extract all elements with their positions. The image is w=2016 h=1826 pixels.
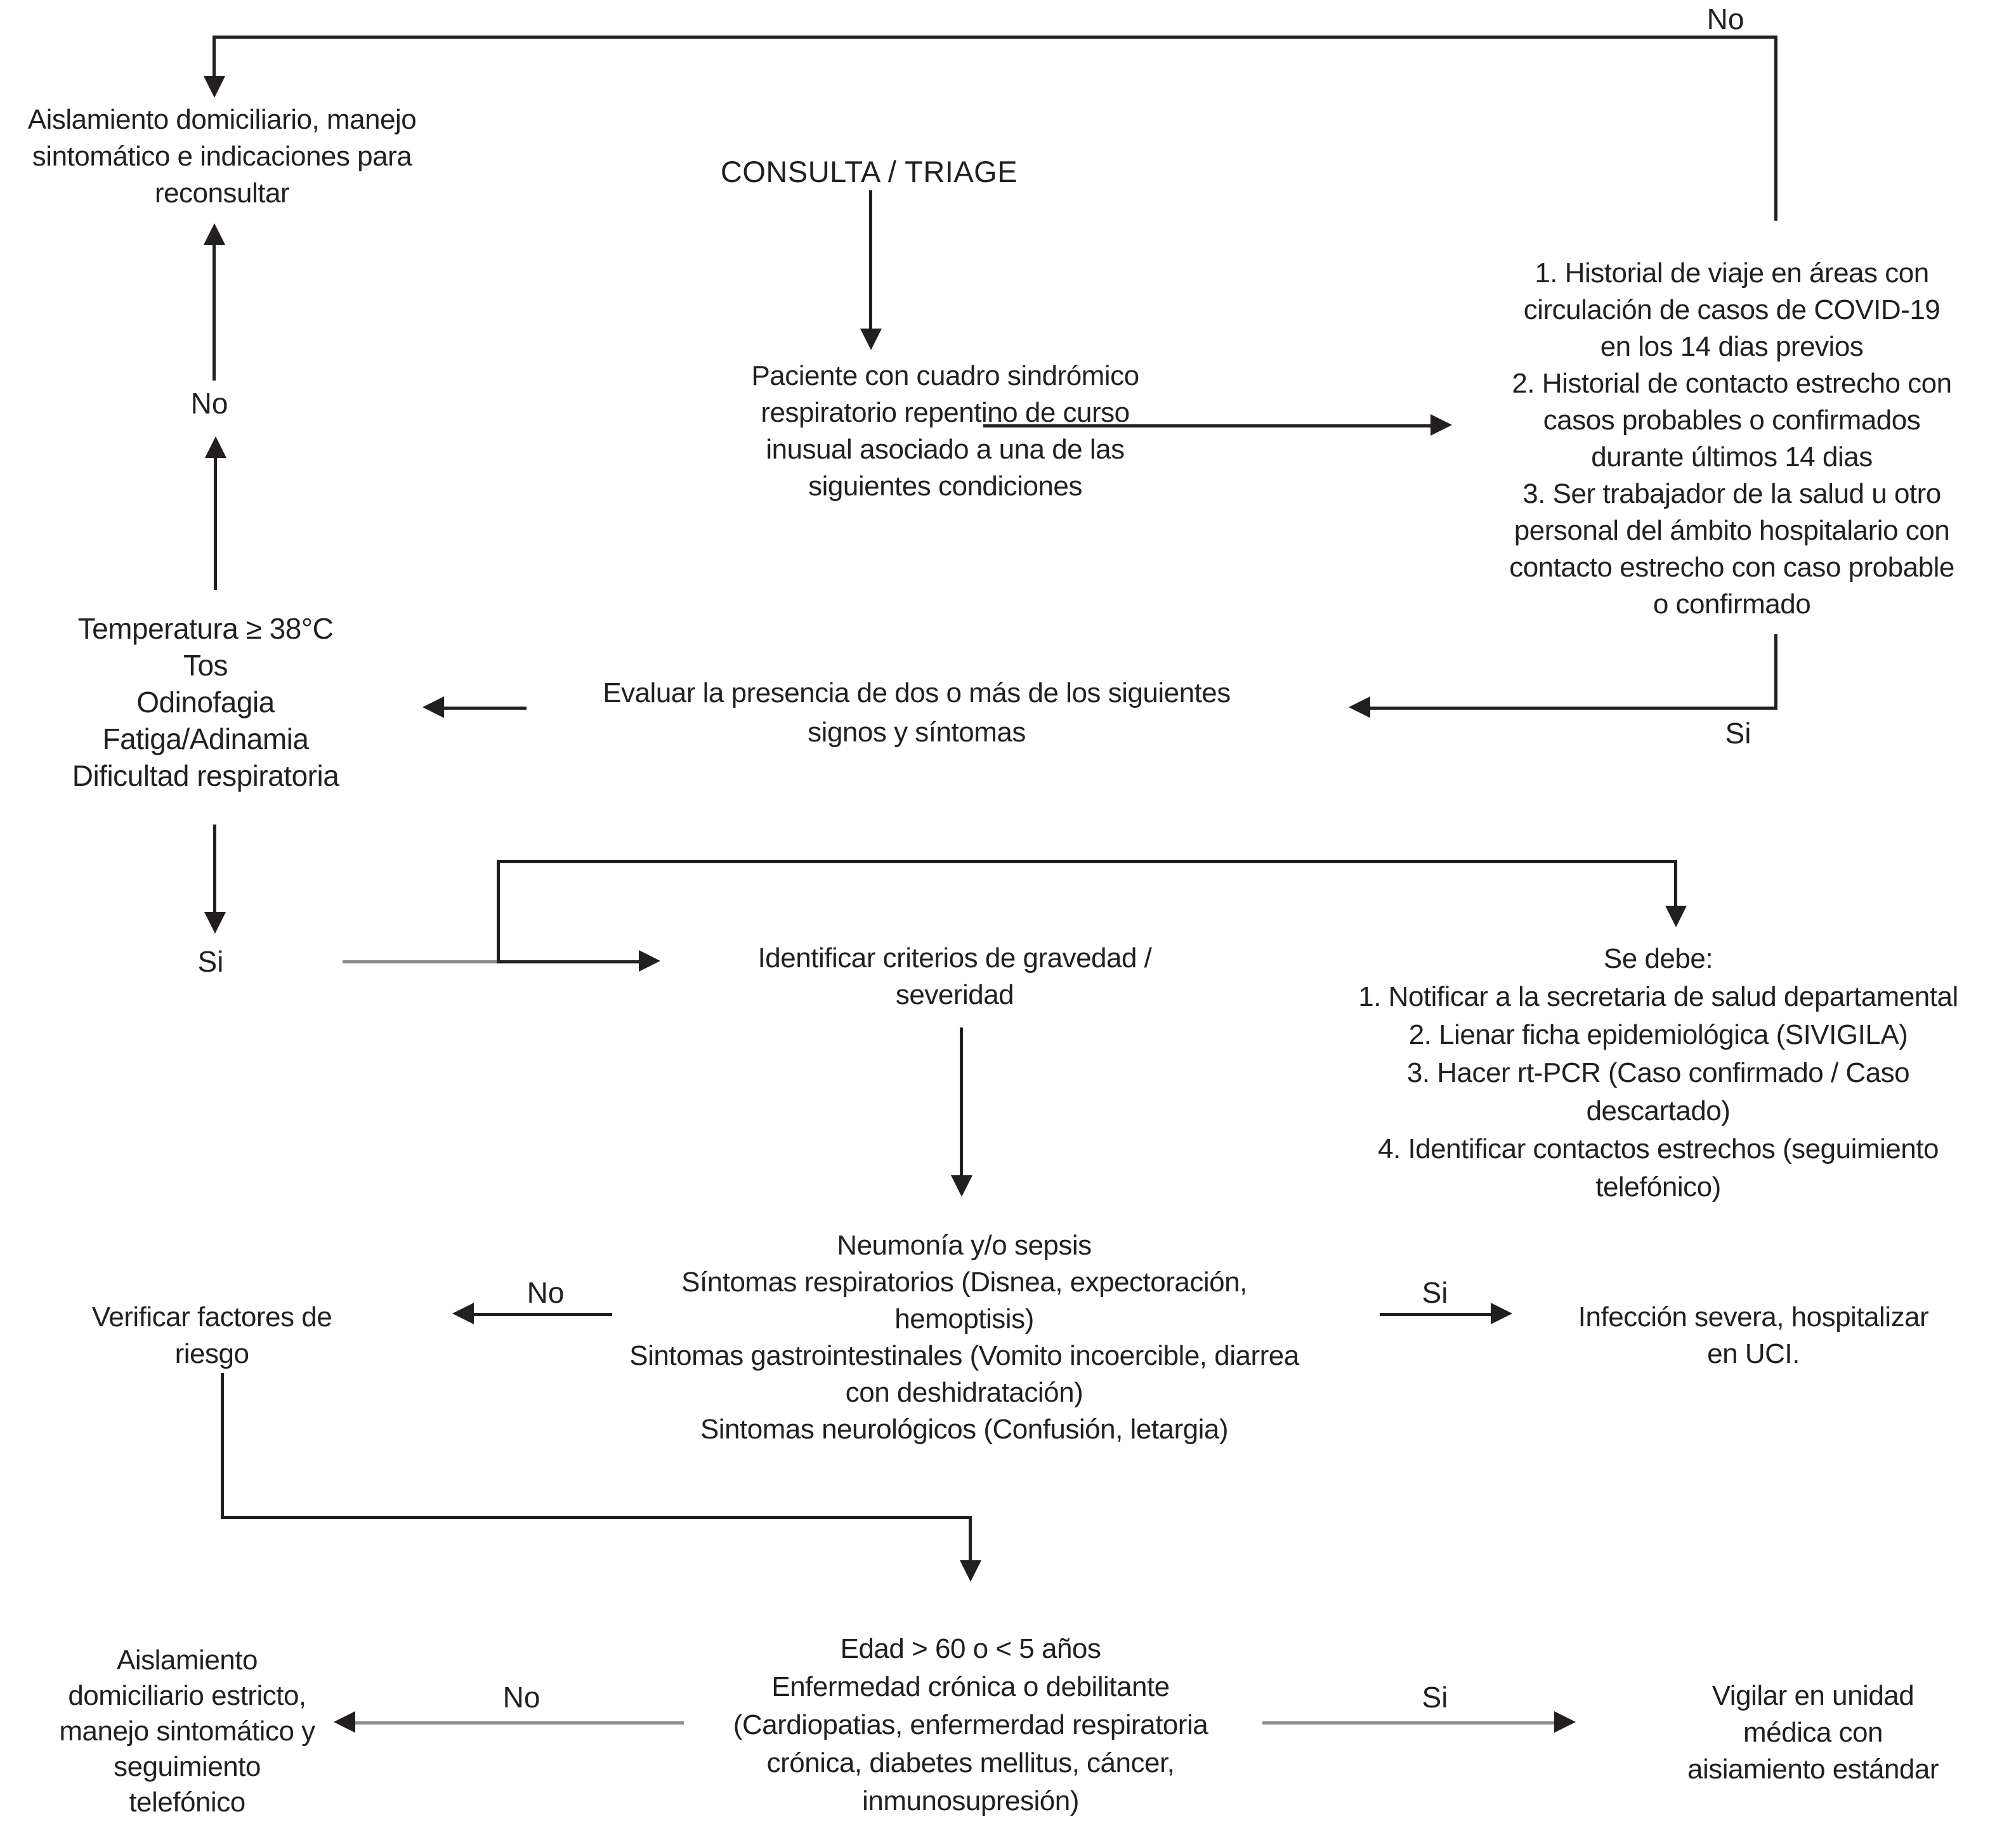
arrow-down-icon [960,1560,981,1582]
node-verificar-riesgo: Verificar factores de riesgo [91,1301,332,1369]
node-criterios-severidad: Neumonía y/o sepsis Síntomas respiratori… [629,1230,1299,1445]
arrow-down-icon [951,1175,972,1197]
arrow-up-icon [205,436,226,458]
connector-si-right-horizontal [1370,707,1777,710]
connector-si-bottom-gray [1262,1721,1554,1725]
node-se-debe: Se debe: 1. Notificar a la secretaria de… [1358,943,1958,1203]
label-no-bottom: No [502,1681,540,1714]
connector-no-left-upper [213,245,216,381]
connector-verificar-horizontal [221,1516,972,1519]
connector-paciente-condiciones [983,424,1430,427]
connector-si-left-identificar [498,960,639,963]
connector-branch-horizontal [497,860,1677,863]
node-lista-sintomas: Temperatura ≥ 38°C Tos Odinofagia Fatiga… [72,612,339,792]
connector-consulta-paciente [869,190,872,330]
arrow-up-icon [204,223,225,245]
node-paciente-cuadro: Paciente con cuadro sindrómico respirato… [751,360,1139,502]
node-aislamiento-estricto: Aislamiento domiciliario estricto, manej… [59,1645,315,1818]
connector-branch-vertical-right [1674,860,1677,907]
connector-verificar-down [221,1373,224,1519]
node-factores-riesgo: Edad > 60 o < 5 años Enfermedad crónica … [733,1633,1208,1816]
connector-no-top-horizontal [214,36,1777,39]
label-si-right: Si [1725,717,1751,750]
label-si-left: Si [197,945,224,978]
arrow-right-icon [1554,1711,1576,1733]
connector-si-left-gray [343,960,498,963]
arrow-down-icon [204,912,226,934]
connector-verificar-edad [969,1516,972,1562]
node-identificar-gravedad: Identificar criterios de gravedad / seve… [757,942,1152,1010]
connector-no-bottom-gray [355,1721,684,1725]
connector-identificar-neumonia [960,1027,963,1177]
arrow-right-icon [1491,1303,1512,1324]
arrow-right-icon [639,950,660,972]
connector-branch-vertical-left [497,861,500,963]
arrow-left-icon [422,696,444,718]
arrow-down-icon [204,76,225,98]
label-no-top: No [1706,3,1744,36]
node-aislamiento-domiciliario: Aislamiento domiciliario, manejo sintomá… [27,104,417,209]
node-evaluar-signos: Evaluar la presencia de dos o más de los… [603,677,1231,748]
node-condiciones-epidemiologicas: 1. Historial de viaje en áreas con circu… [1509,258,1954,620]
connector-no-mid [474,1313,612,1316]
label-no-left: No [190,387,228,420]
arrow-right-icon [1430,414,1452,436]
label-no-mid: No [527,1276,565,1309]
arrow-left-icon [1349,696,1370,718]
label-si-mid: Si [1422,1276,1448,1309]
connector-si-right-vertical [1774,634,1777,709]
arrow-down-icon [1665,906,1687,927]
connector-evaluar-sintomas [444,707,527,710]
connector-sintomas-si [213,825,216,913]
arrow-down-icon [860,329,882,350]
arrow-left-icon [452,1303,474,1324]
connector-no-left-lower [214,458,217,590]
node-consulta-triage: CONSULTA / TRIAGE [720,155,1018,188]
node-vigilar-unidad: Vigilar en unidad médica con aisiamiento… [1687,1680,1939,1785]
label-si-bottom: Si [1422,1681,1448,1714]
connector-no-top-right-vertical [1774,36,1777,221]
node-infeccion-uci: Infección severa, hospitalizar en UCI. [1578,1301,1929,1369]
arrow-left-icon [334,1711,355,1733]
connector-si-mid [1380,1313,1491,1316]
connector-no-top-left-vertical [213,36,216,77]
